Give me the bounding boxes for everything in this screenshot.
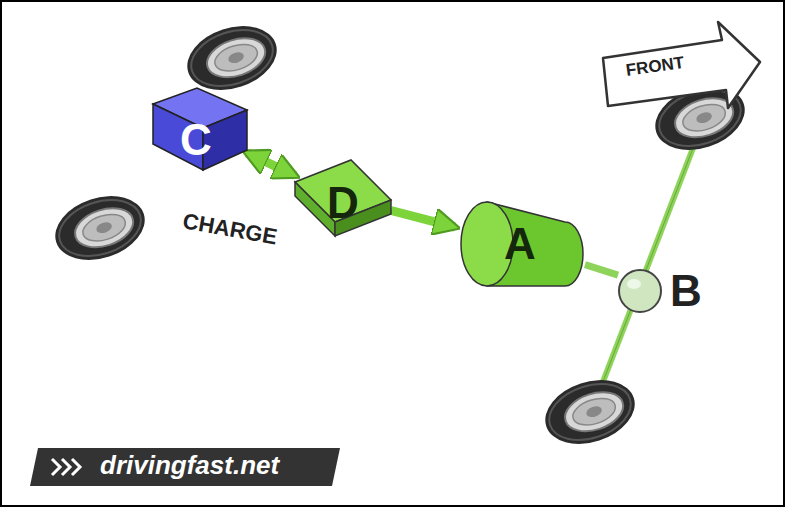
front-axle — [594, 130, 700, 405]
watermark-bar — [30, 448, 340, 486]
part-letter: B — [670, 269, 702, 313]
drive-shaft — [585, 265, 618, 276]
part-letter: C — [180, 118, 212, 162]
front-wheel — [537, 369, 643, 454]
component-ball: B — [618, 265, 718, 317]
energy-arrow — [391, 211, 455, 228]
energy-arrow — [247, 153, 295, 176]
component-cube: C — [145, 88, 247, 170]
part-letter: A — [504, 222, 536, 266]
rear-wheel — [179, 15, 285, 100]
watermark: drivingfast.net — [100, 452, 279, 478]
component-slab: D — [295, 160, 391, 236]
charge-label: CHARGE — [181, 210, 279, 248]
rear-wheel — [47, 185, 153, 270]
part-letter: D — [327, 181, 359, 225]
front-arrow — [603, 22, 760, 108]
component-cyl: A — [455, 196, 585, 292]
ball-shape — [618, 265, 718, 317]
